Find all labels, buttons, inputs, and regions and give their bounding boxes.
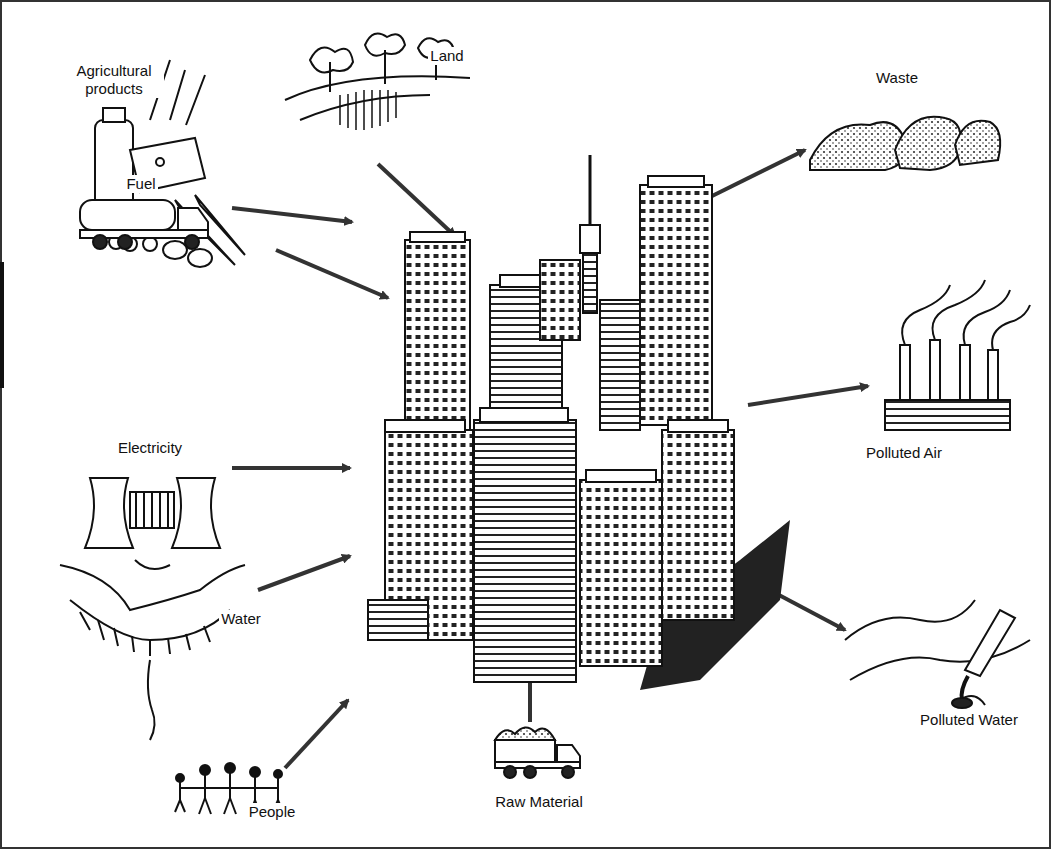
icon-label: Polluted Air [864, 444, 944, 462]
icon-label: Fuel [124, 175, 157, 193]
icon-label: Land [428, 47, 465, 65]
icon-label: Polluted Water [918, 711, 1020, 729]
icon-label: Water [219, 610, 262, 628]
icon-label: Electricity [116, 439, 184, 457]
icon-label: Raw Material [493, 793, 585, 811]
icon-label: People [247, 803, 298, 821]
icon-label: Waste [874, 69, 920, 87]
icon-label: Agricultural products [64, 62, 164, 98]
